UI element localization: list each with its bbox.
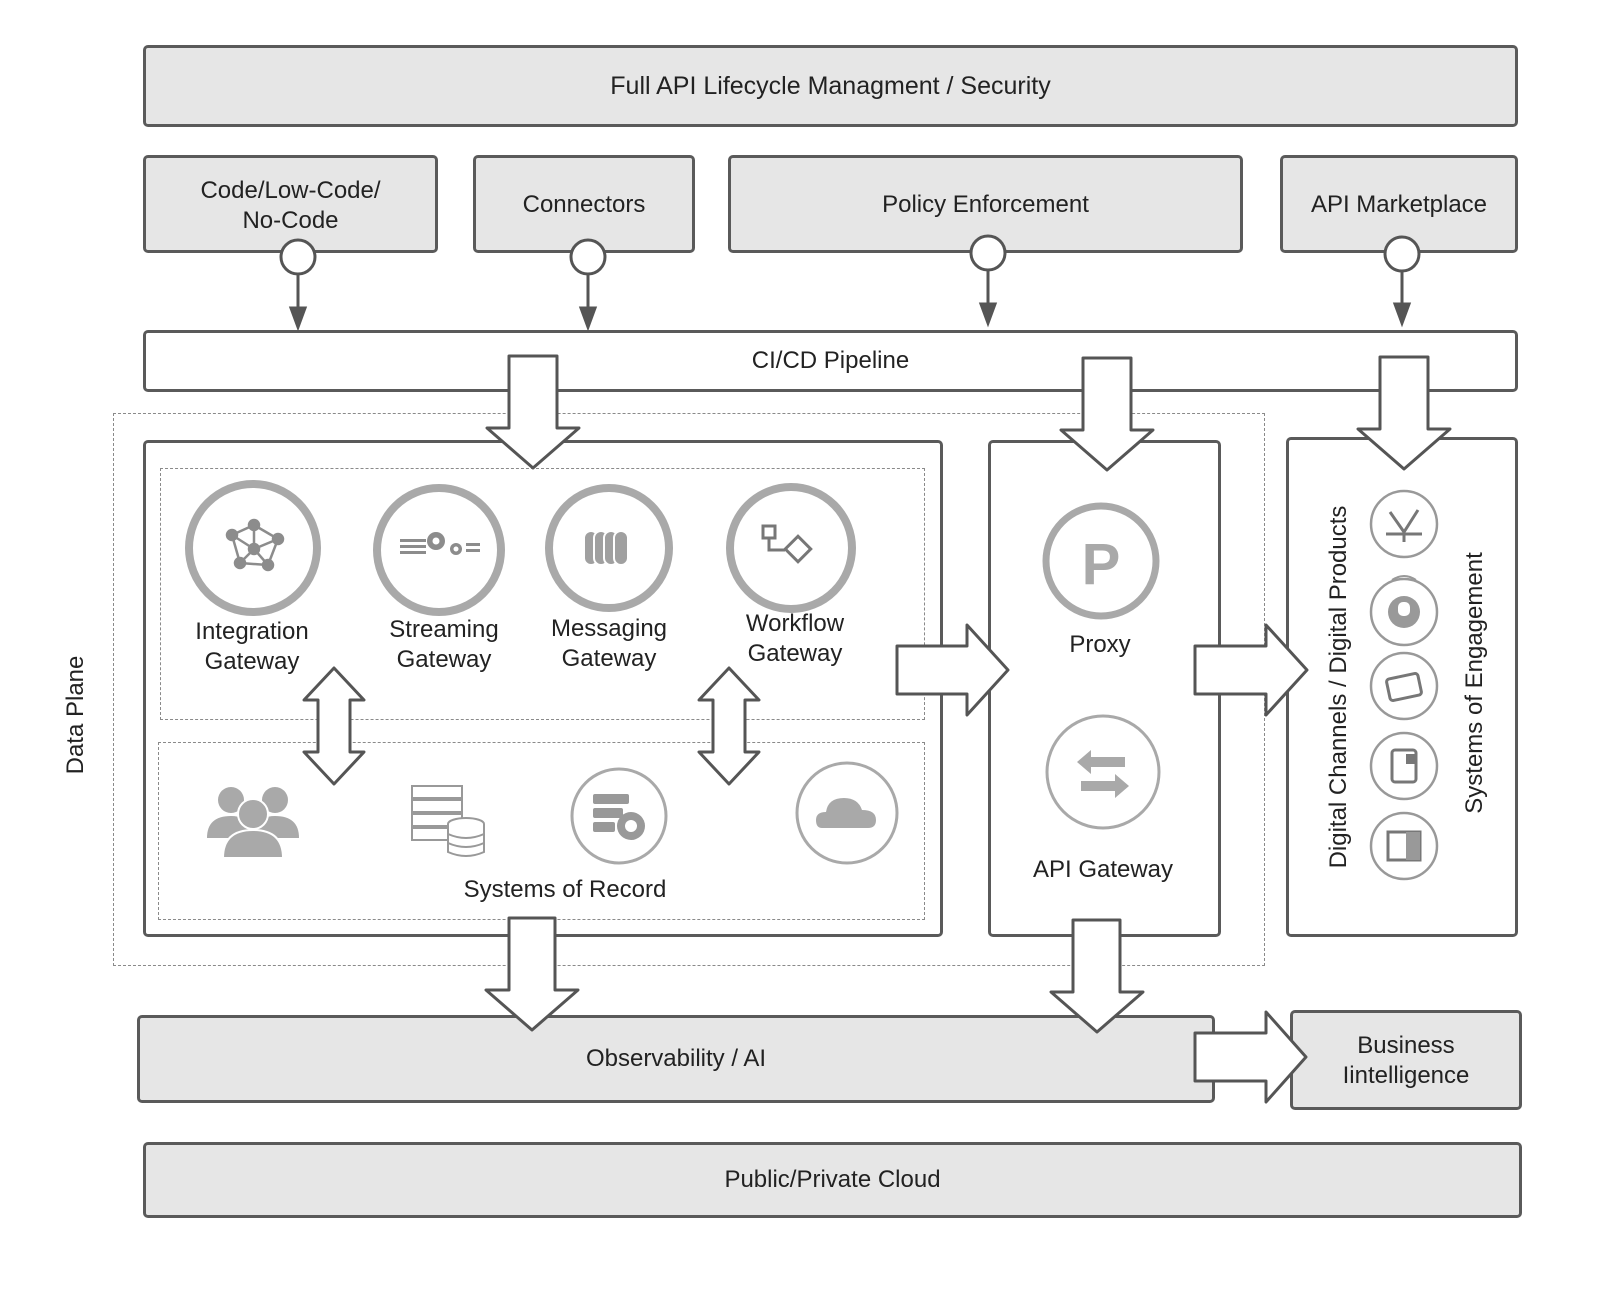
cicd-pipeline-bar: CI/CD Pipeline (143, 330, 1518, 392)
streaming-gears-icon (373, 484, 505, 616)
server-gear-icon (570, 767, 668, 865)
lifecycle-label: Full API Lifecycle Managment / Security (610, 71, 1051, 100)
mobile-icon (1369, 731, 1439, 801)
users-icon (207, 787, 299, 859)
cicd-label: CI/CD Pipeline (751, 347, 910, 374)
policy-label: Policy Enforcement (882, 191, 1089, 218)
policy-box: Policy Enforcement (728, 155, 1243, 253)
api-gateway-label: API Gateway (1032, 856, 1174, 883)
systems-of-engagement-label: Systems of Engagement (1461, 552, 1488, 814)
cloud-icon (795, 761, 899, 865)
streaming-gateway-line1: Streaming (389, 616, 499, 643)
messaging-gateway-line1: Messaging (550, 615, 668, 642)
satellite-dish-icon (1369, 489, 1439, 559)
streaming-gateway-line2: Gateway (396, 646, 492, 673)
api-gateway-swap-icon (1045, 714, 1161, 830)
code-label-line1: Code/Low-Code/ (200, 177, 381, 204)
integration-gateway-line1: Integration (195, 618, 309, 645)
bi-line2: Iintelligence (1342, 1062, 1470, 1089)
cloud-bar: Public/Private Cloud (143, 1142, 1522, 1218)
proxy-letter: P (1082, 532, 1121, 597)
proxy-label: Proxy (1069, 631, 1131, 658)
proxy-icon: P (1042, 502, 1160, 620)
digital-channels-label: Digital Channels / Digital Products (1325, 505, 1352, 869)
kiosk-icon (1369, 811, 1439, 881)
server-database-icon (411, 785, 485, 857)
code-label-line2: No-Code (242, 207, 339, 234)
bi-line1: Business (1357, 1032, 1455, 1059)
tablet-icon (1369, 651, 1439, 721)
marketplace-box: API Marketplace (1280, 155, 1518, 253)
business-intelligence-box: Business Iintelligence (1290, 1010, 1522, 1110)
observability-label: Observability / AI (585, 1045, 767, 1072)
workflow-icon (726, 483, 856, 613)
marketplace-label: API Marketplace (1310, 191, 1488, 218)
integration-gateway-line2: Gateway (204, 648, 300, 675)
lifecycle-banner: Full API Lifecycle Managment / Security (143, 45, 1518, 127)
observability-bar: Observability / AI (137, 1015, 1215, 1103)
cloud-label: Public/Private Cloud (724, 1166, 941, 1193)
messaging-queue-icon (545, 484, 673, 612)
workflow-gateway-line2: Gateway (747, 640, 843, 667)
code-box: Code/Low-Code/ No-Code (143, 155, 438, 253)
integration-network-icon (185, 480, 321, 616)
messaging-gateway-line2: Gateway (561, 645, 657, 672)
support-agent-icon (1369, 575, 1439, 647)
connectors-box: Connectors (473, 155, 695, 253)
data-plane-label: Data Plane (62, 655, 89, 775)
connectors-label: Connectors (522, 191, 646, 218)
systems-of-record-label: Systems of Record (463, 876, 667, 903)
workflow-gateway-line1: Workflow (745, 610, 845, 637)
